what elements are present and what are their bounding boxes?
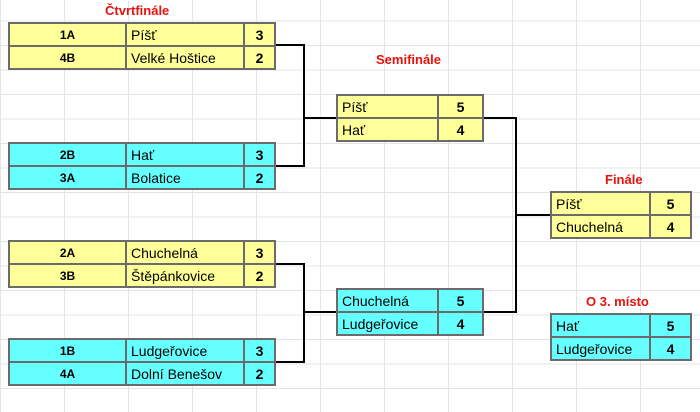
score-cell: 2 — [244, 166, 276, 190]
team-name-cell: Chuchelná — [336, 288, 438, 312]
score-cell: 5 — [438, 288, 484, 312]
score-cell: 3 — [244, 240, 276, 264]
team-name-cell: Bolatice — [126, 166, 244, 190]
seed-cell: 3A — [8, 166, 126, 190]
team-name-cell: Píšť — [550, 191, 650, 215]
team-name-cell: Chuchelná — [126, 240, 244, 264]
third-place-heading: O 3. místo — [586, 294, 649, 309]
seed-cell: 4B — [8, 46, 126, 70]
team-name-cell: Ludgeřovice — [336, 312, 438, 336]
team-name-cell: Dolní Benešov — [126, 362, 244, 386]
bracket-connector — [276, 361, 304, 363]
score-cell: 4 — [438, 118, 484, 142]
team-name-cell: Chuchelná — [550, 215, 650, 239]
score-cell: 3 — [244, 338, 276, 362]
team-name-cell: Hať — [550, 313, 650, 337]
bracket-connector — [303, 44, 305, 167]
team-name-cell: Píšť — [336, 94, 438, 118]
seed-cell: 3B — [8, 264, 126, 288]
score-cell: 5 — [650, 191, 692, 215]
team-name-cell: Hať — [336, 118, 438, 142]
quarterfinal-heading: Čtvrtfinále — [105, 3, 170, 18]
team-name-cell: Hať — [126, 142, 244, 166]
score-cell: 4 — [438, 312, 484, 336]
bracket-connector — [276, 263, 304, 265]
score-cell: 4 — [650, 215, 692, 239]
score-cell: 3 — [244, 22, 276, 46]
team-name-cell: Velké Hoštice — [126, 46, 244, 70]
seed-cell: 4A — [8, 362, 126, 386]
bracket-connector — [515, 214, 550, 216]
seed-cell: 2B — [8, 142, 126, 166]
score-cell: 5 — [438, 94, 484, 118]
score-cell: 4 — [650, 337, 692, 361]
bracket-connector — [276, 44, 304, 46]
score-cell: 2 — [244, 46, 276, 70]
team-name-cell: Ludgeřovice — [126, 338, 244, 362]
score-cell: 2 — [244, 362, 276, 386]
bracket-connector — [303, 311, 336, 313]
team-name-cell: Ludgeřovice — [550, 337, 650, 361]
team-name-cell: Štěpánkovice — [126, 264, 244, 288]
seed-cell: 2A — [8, 240, 126, 264]
seed-cell: 1A — [8, 22, 126, 46]
semifinal-heading: Semifinále — [376, 52, 442, 67]
score-cell: 3 — [244, 142, 276, 166]
bracket-connector — [484, 117, 516, 119]
seed-cell: 1B — [8, 338, 126, 362]
bracket-connector — [303, 263, 305, 363]
score-cell: 2 — [244, 264, 276, 288]
team-name-cell: Píšť — [126, 22, 244, 46]
bracket-connector — [276, 165, 304, 167]
final-heading: Finále — [605, 172, 643, 187]
bracket-connector — [484, 311, 516, 313]
bracket-connector — [303, 117, 336, 119]
score-cell: 5 — [650, 313, 692, 337]
